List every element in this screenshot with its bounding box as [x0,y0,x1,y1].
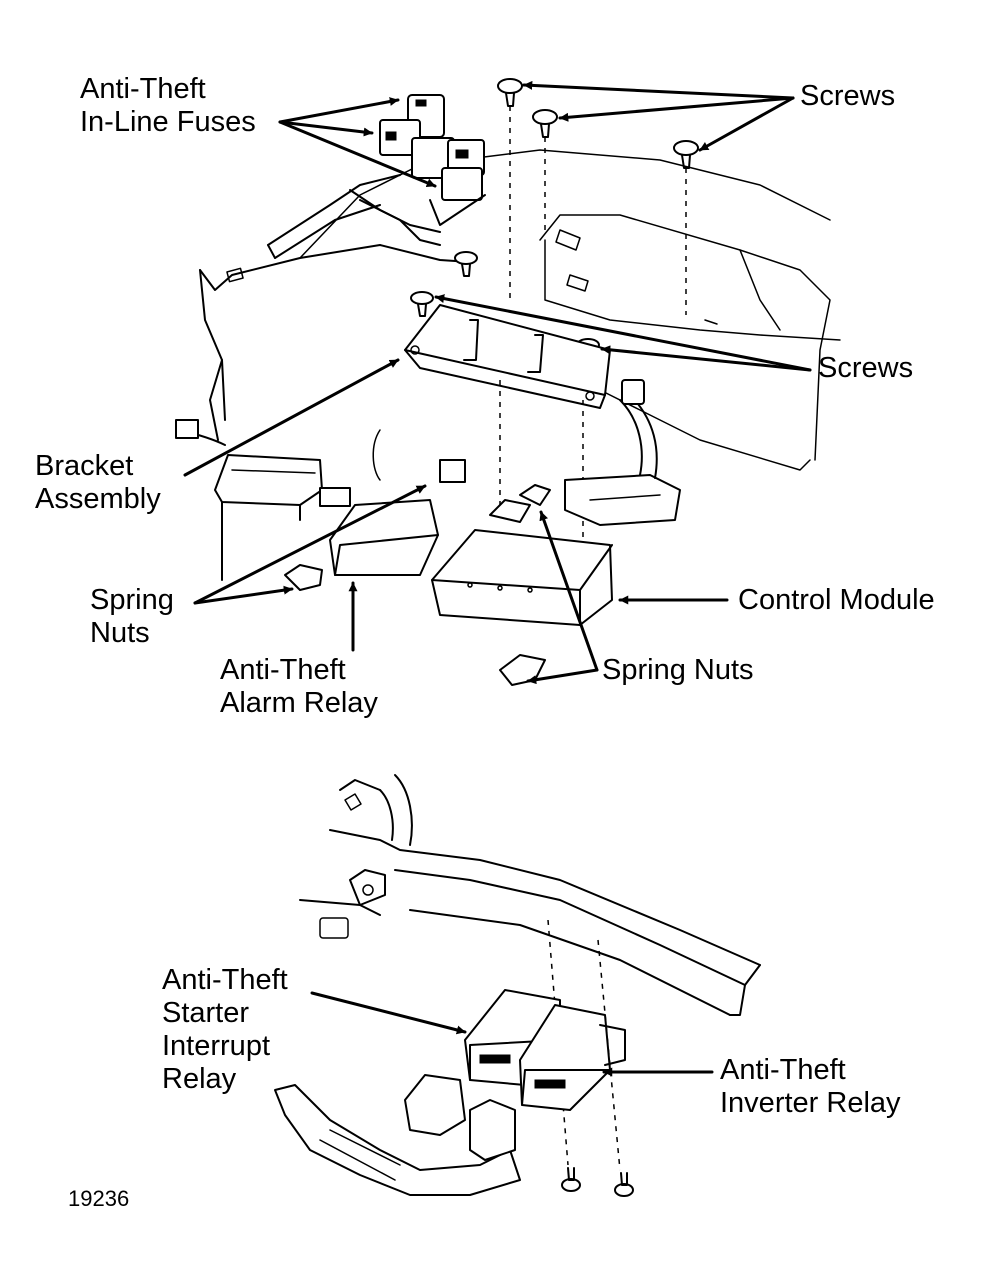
label-starter-interrupt-relay: Anti-Theft Starter Interrupt Relay [162,964,288,1095]
lower-screws [561,1167,634,1197]
inline-fuse-holders [267,94,486,259]
screw-icon [532,109,558,138]
lower-bracket [299,774,761,1171]
screws [410,78,699,364]
label-control-module: Control Module [738,584,935,616]
screw-icon [614,1172,634,1197]
label-inverter-relay: Anti-Theft Inverter Relay [720,1054,901,1119]
relays-lower [464,989,626,1111]
label-spring-nuts-left: Spring Nuts [90,584,174,649]
label-inline-fuses: Anti-Theft In-Line Fuses [80,73,256,138]
lower-harness [274,1074,521,1196]
leader-arrows [183,80,812,1077]
label-screws-middle: Screws [818,352,914,384]
screw-icon [561,1167,581,1192]
screw-icon [410,291,434,317]
label-spring-nuts-right: Spring Nuts [602,654,754,686]
label-bracket-assembly: Bracket Assembly [35,450,161,515]
module-connector [564,379,681,526]
alarm-relay [175,419,466,591]
label-alarm-relay: Anti-Theft Alarm Relay [220,654,378,719]
label-screws-top: Screws [800,80,896,112]
screw-icon [497,78,523,107]
figure-number: 19236 [68,1186,130,1211]
screw-icon [673,140,699,169]
dash-structure [199,149,841,481]
screw-icon [454,251,478,277]
